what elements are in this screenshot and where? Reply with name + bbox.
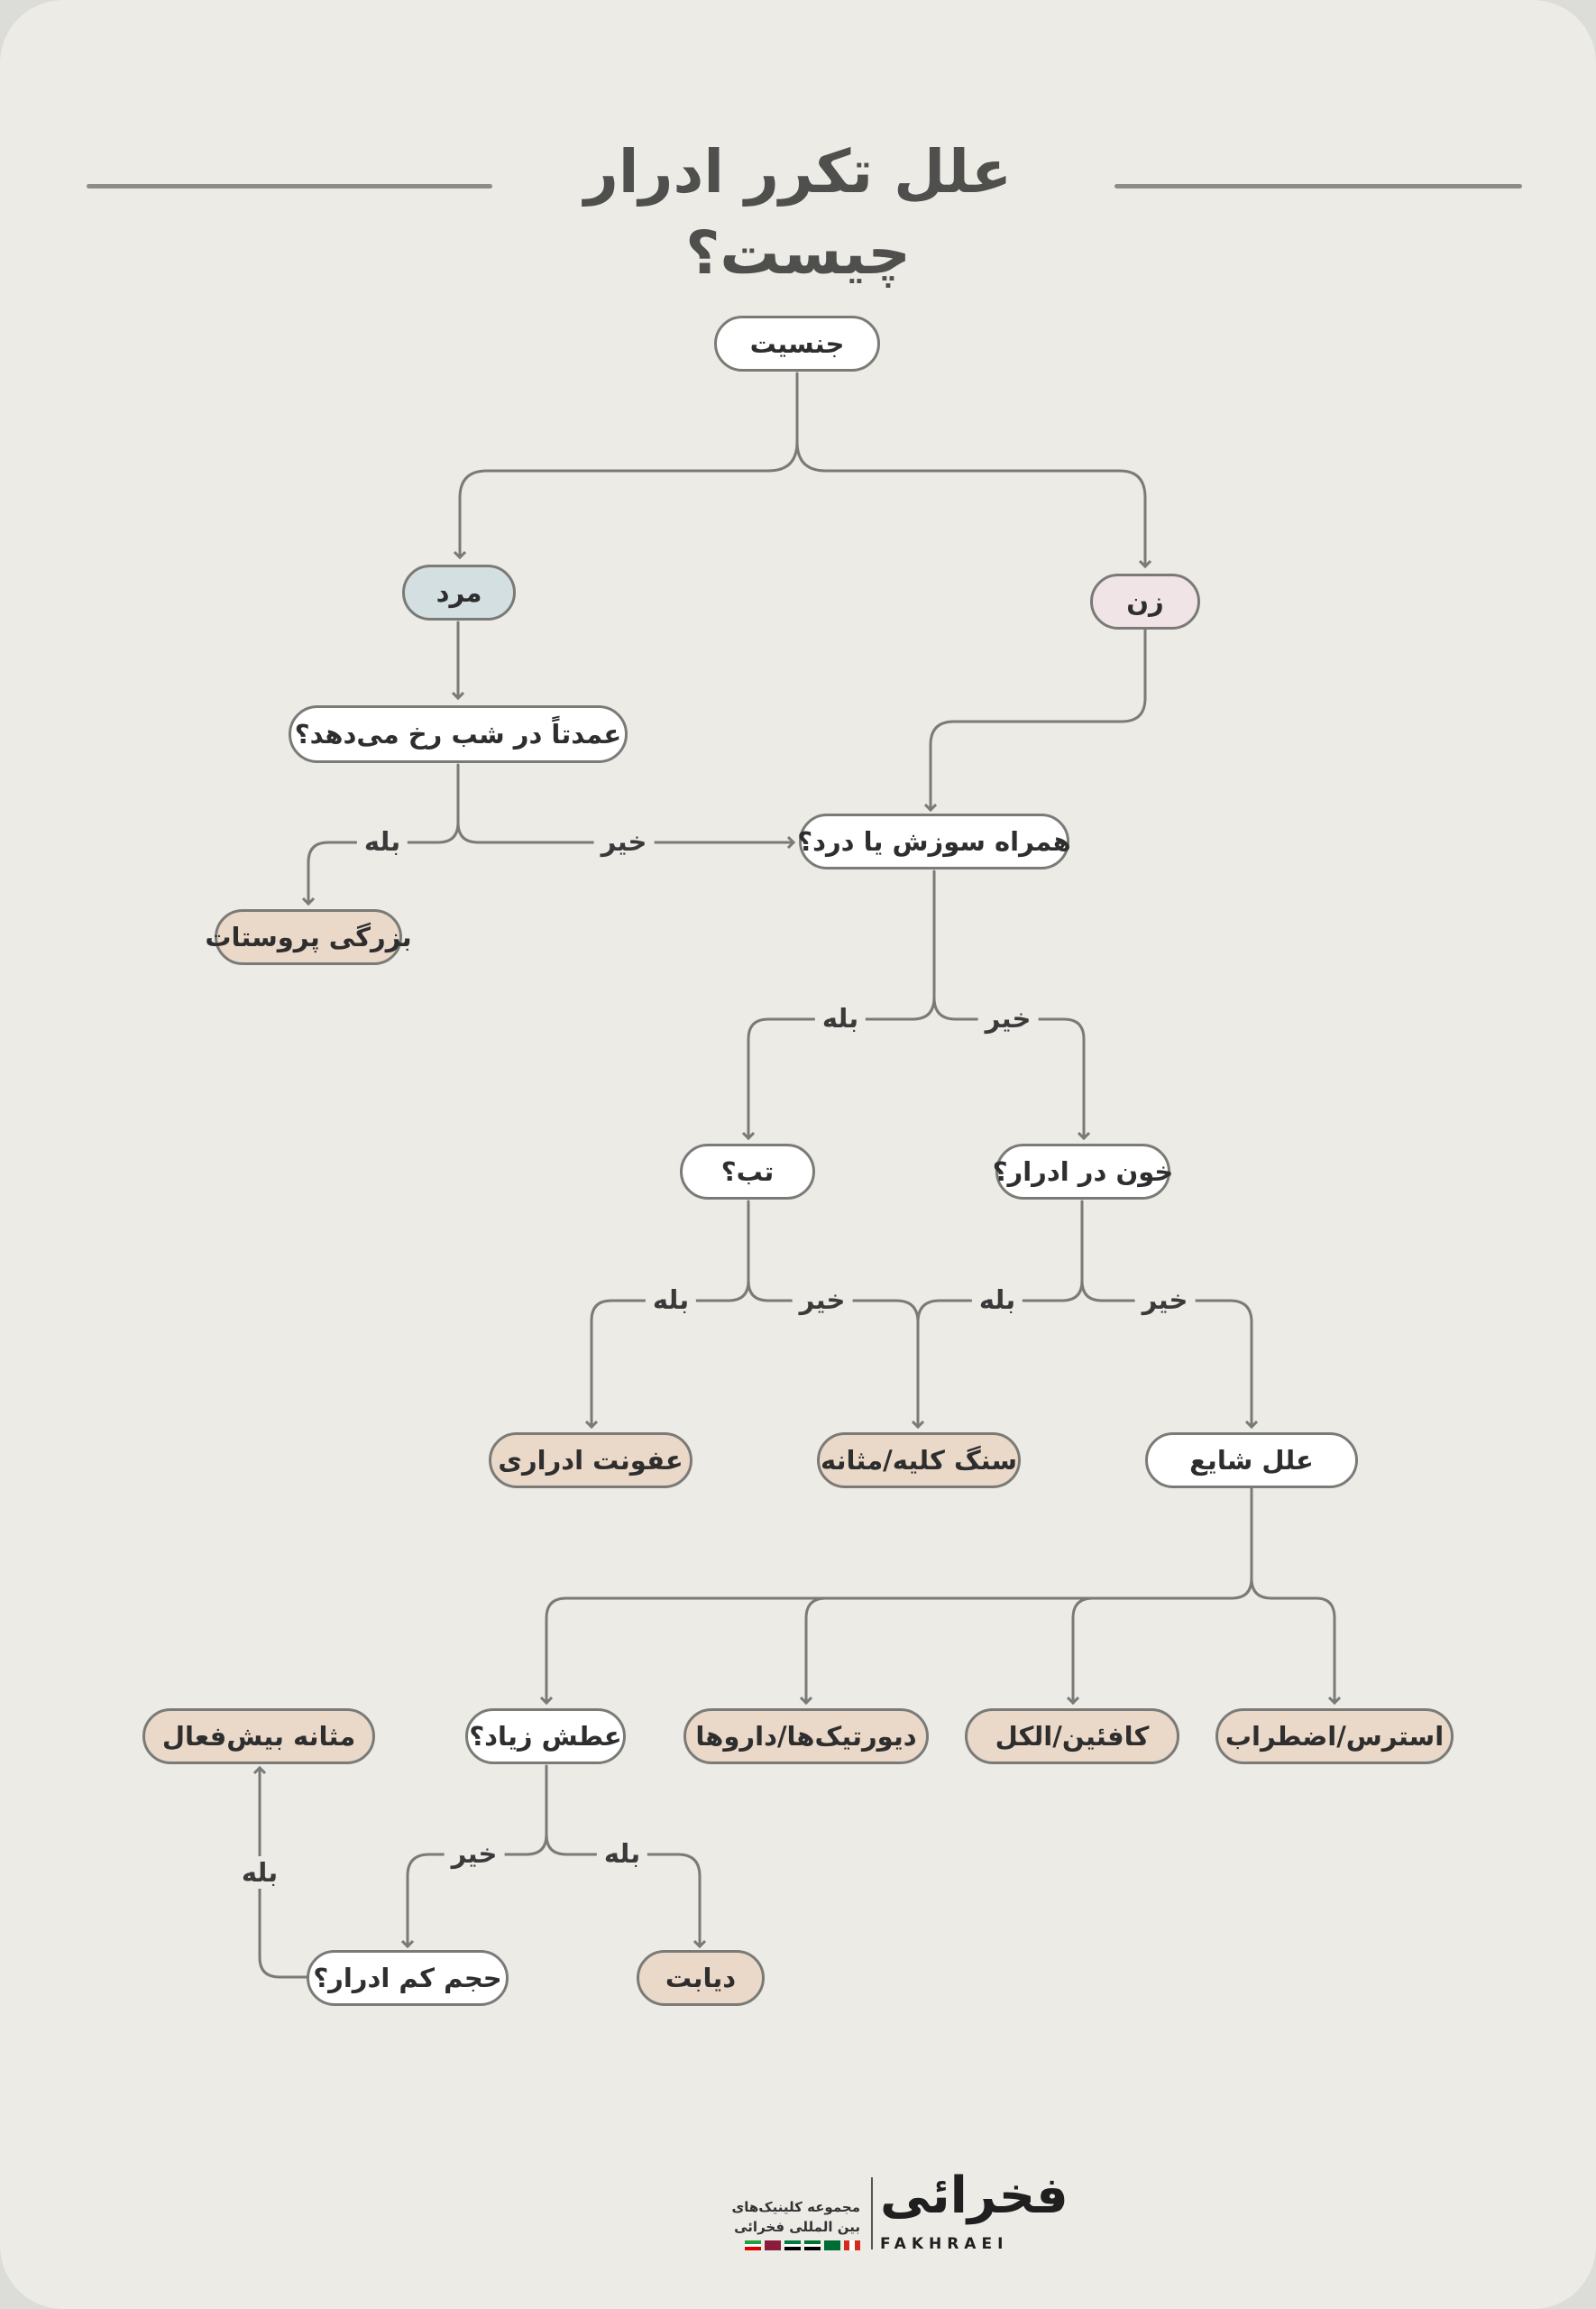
logo-wordmark: فخرائی bbox=[880, 2166, 1069, 2225]
node-gender: جنسیت bbox=[714, 316, 880, 372]
flag-icon bbox=[804, 2240, 821, 2251]
node-caffeine: کافئین/الکل bbox=[965, 1708, 1179, 1764]
label-fever-yes: بله bbox=[645, 1283, 697, 1316]
node-mostly-night: عمدتاً در شب رخ می‌دهد؟ bbox=[289, 705, 628, 763]
logo-divider bbox=[871, 2177, 873, 2249]
label-night-no: خیر bbox=[593, 825, 655, 858]
edge-gender-split bbox=[460, 372, 799, 557]
label-night-yes: بله bbox=[356, 825, 408, 858]
node-burning-pain: همراه سوزش یا درد؟ bbox=[797, 814, 1071, 869]
label-blood-no: خیر bbox=[1134, 1283, 1196, 1316]
node-stone: سنگ کلیه/مثانه bbox=[817, 1432, 1021, 1488]
label-pain-no: خیر bbox=[977, 1002, 1039, 1035]
logo-tagline-2: بین المللی فخرائی bbox=[734, 2219, 860, 2235]
node-diuretics: دیورتیک‌ها/داروها bbox=[683, 1708, 929, 1764]
node-man: مرد bbox=[402, 565, 516, 621]
label-fever-no: خیر bbox=[792, 1283, 853, 1316]
label-volume-yes: بله bbox=[234, 1856, 286, 1889]
clinic-logo: فخرائی FAKHRAEI مجموعه کلینیک‌های بین ال… bbox=[712, 2165, 1069, 2264]
label-thirst-no: خیر bbox=[444, 1837, 505, 1870]
logo-tagline-1: مجموعه کلینیک‌های bbox=[731, 2199, 860, 2215]
label-thirst-yes: بله bbox=[596, 1837, 648, 1870]
flag-icon bbox=[824, 2240, 840, 2251]
label-blood-yes: بله bbox=[971, 1283, 1023, 1316]
page-title: علل تکرر ادرار چیست؟ bbox=[583, 137, 1013, 288]
node-fever: تب؟ bbox=[680, 1144, 815, 1200]
flag-icon bbox=[844, 2240, 860, 2250]
edge-volume-bladder bbox=[260, 1768, 308, 1979]
node-overactive-bladder: مثانه بیش‌فعال bbox=[142, 1708, 375, 1764]
edge-blood-split bbox=[916, 1200, 1084, 1324]
node-thirst: عطش زیاد؟ bbox=[465, 1708, 626, 1764]
node-uti: عفونت ادراری bbox=[489, 1432, 693, 1488]
flag-icon bbox=[745, 2240, 761, 2251]
node-diabetes: دیابت bbox=[637, 1950, 765, 2006]
label-pain-yes: بله bbox=[814, 1002, 867, 1035]
flag-icon bbox=[784, 2240, 801, 2251]
edge-common-split bbox=[546, 1486, 1253, 1703]
title-rule-right bbox=[1114, 184, 1522, 189]
node-low-volume: حجم کم ادرار؟ bbox=[307, 1950, 509, 2006]
node-woman: زن bbox=[1090, 574, 1200, 630]
title-rule-left bbox=[87, 184, 492, 189]
edge-woman-pain bbox=[931, 628, 1147, 810]
node-prostate: بزرگی پروستات bbox=[205, 909, 412, 965]
node-stress: استرس/اضطراب bbox=[1215, 1708, 1454, 1764]
logo-latin: FAKHRAEI bbox=[880, 2235, 1009, 2253]
node-common-causes: علل شایع bbox=[1145, 1432, 1358, 1488]
node-blood-urine: خون در ادرار؟ bbox=[993, 1144, 1173, 1200]
flags-row bbox=[745, 2240, 860, 2251]
flag-icon bbox=[765, 2240, 781, 2251]
